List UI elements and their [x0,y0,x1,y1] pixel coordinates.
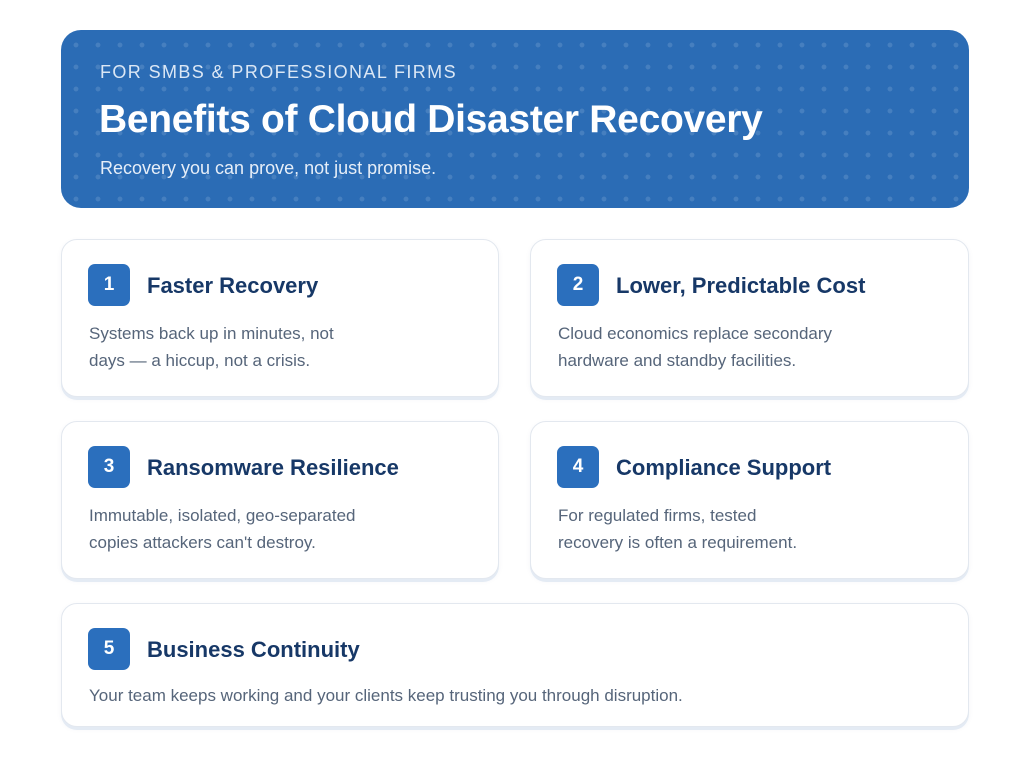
page-title: Benefits of Cloud Disaster Recovery [99,98,763,141]
number-badge: 3 [88,446,130,488]
card-title: Compliance Support [616,455,832,480]
card-title: Lower, Predictable Cost [616,273,866,298]
card-description: Systems back up in minutes, not days — a… [89,320,334,374]
description-line: days — a hiccup, not a crisis. [89,351,311,370]
description-line: For regulated firms, tested [558,506,757,525]
card-title: Ransomware Resilience [147,455,399,480]
number-badge: 1 [88,264,130,306]
benefit-card-business-continuity: 5 Business Continuity Your team keeps wo… [61,603,969,727]
number-badge: 4 [557,446,599,488]
number-badge: 5 [88,628,130,670]
benefit-card-ransomware-resilience: 3 Ransomware Resilience Immutable, isola… [61,421,499,579]
eyebrow-label: FOR SMBS & PROFESSIONAL FIRMS [100,62,457,82]
hero-banner: FOR SMBS & PROFESSIONAL FIRMS Benefits o… [61,30,969,208]
benefit-card-lower-cost: 2 Lower, Predictable Cost Cloud economic… [530,239,969,397]
benefit-card-faster-recovery: 1 Faster Recovery Systems back up in min… [61,239,499,397]
card-description: Cloud economics replace secondary hardwa… [558,320,832,374]
card-description: Immutable, isolated, geo-separated copie… [89,502,356,556]
card-description: Your team keeps working and your clients… [89,682,683,709]
description-line: recovery is often a requirement. [558,533,798,552]
number-badge: 2 [557,264,599,306]
description-line: hardware and standby facilities. [558,351,797,370]
benefit-card-compliance-support: 4 Compliance Support For regulated firms… [530,421,969,579]
description-line: Cloud economics replace secondary [558,324,833,343]
description-line: Immutable, isolated, geo-separated [89,506,356,525]
description-line: Systems back up in minutes, not [89,324,334,343]
card-description: For regulated firms, tested recovery is … [558,502,797,556]
page-subtitle: Recovery you can prove, not just promise… [100,158,437,178]
card-title: Business Continuity [147,637,360,662]
description-line: copies attackers can't destroy. [89,533,316,552]
description-line: Your team keeps working and your clients… [89,686,683,705]
card-title: Faster Recovery [147,273,319,298]
